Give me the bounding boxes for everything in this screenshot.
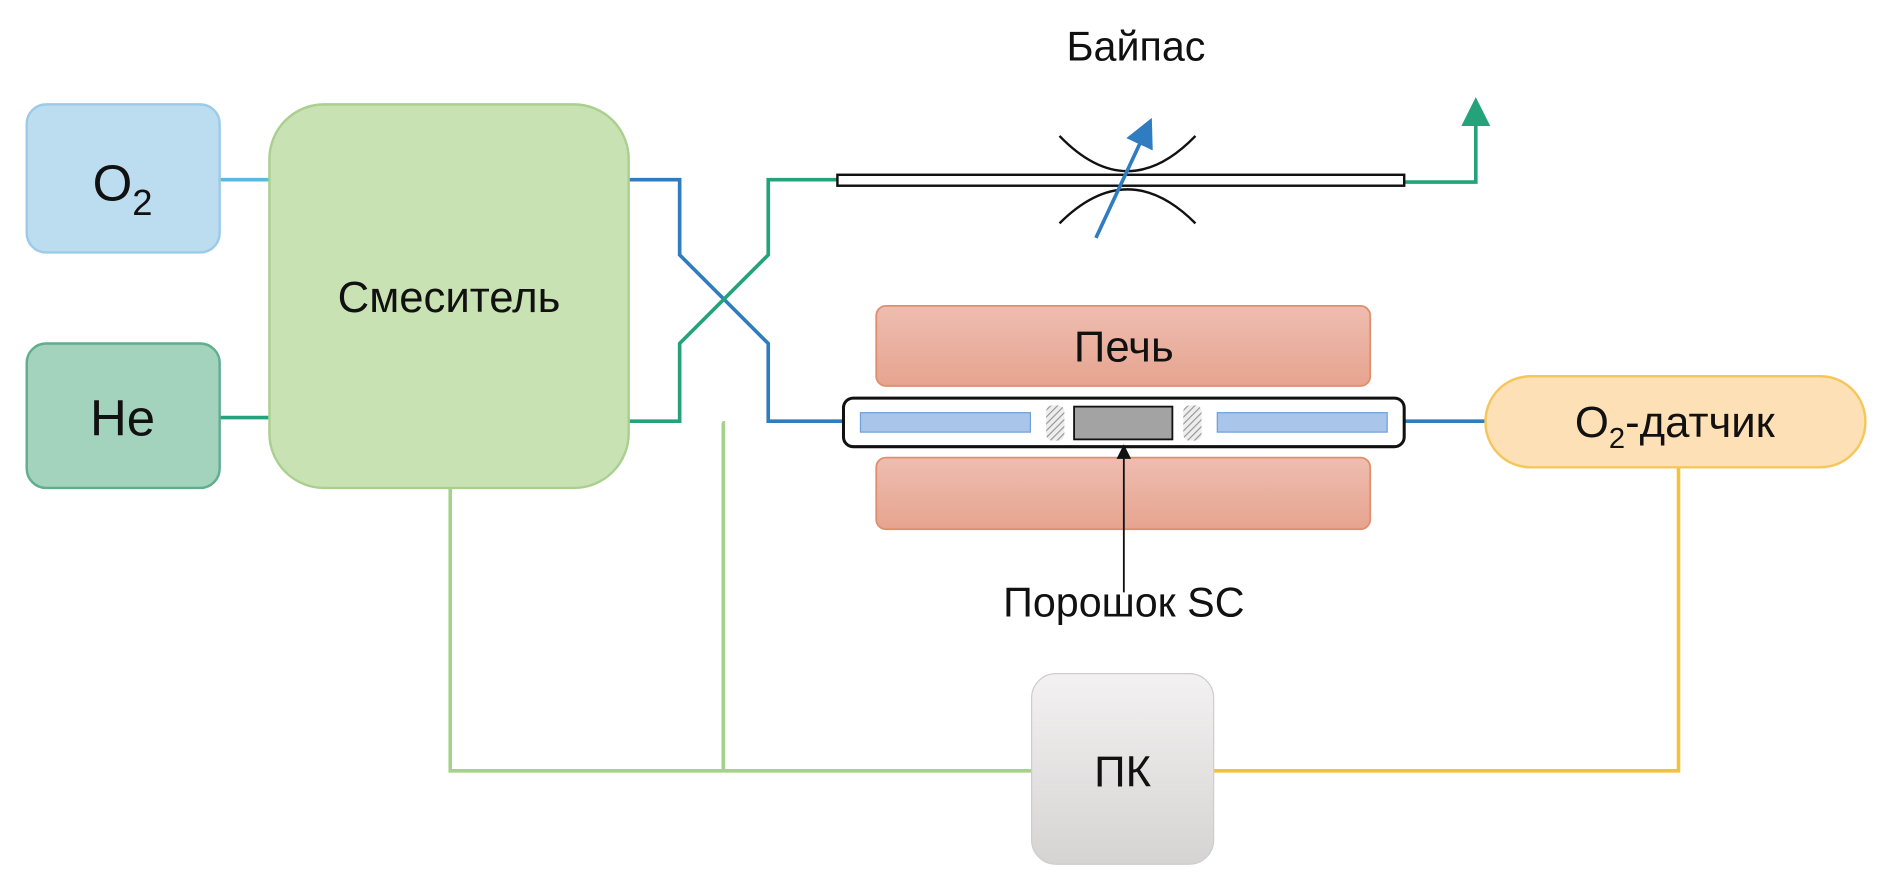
- he-label: He: [90, 390, 155, 447]
- sensor-label-o: O: [1575, 398, 1609, 447]
- sensor-to-pc-line: [1213, 467, 1681, 773]
- o2-source: O2: [25, 103, 221, 254]
- sensor-label-rest: -датчик: [1625, 398, 1776, 447]
- o2-label: O: [93, 154, 133, 211]
- svg-text:O2-датчик: O2-датчик: [1575, 398, 1776, 455]
- pc: ПК: [1030, 673, 1215, 865]
- furnace-top: Печь: [875, 304, 1372, 387]
- sample-powder: [1073, 405, 1174, 441]
- bypass-label: Байпас: [1066, 24, 1205, 70]
- pc-label: ПК: [1094, 748, 1151, 797]
- mixer-to-pc-line: [448, 487, 1032, 773]
- mixer: Смеситель: [268, 103, 630, 490]
- o2-subscript: 2: [132, 182, 152, 223]
- sensor-subscript: 2: [1609, 423, 1625, 455]
- blue-flow-line: [628, 177, 846, 424]
- he-source: He: [25, 342, 221, 490]
- svg-text:O2: O2: [93, 154, 153, 223]
- o2-sensor: O2-датчик: [1484, 375, 1867, 469]
- sample-label: Порошок SC: [1003, 580, 1244, 626]
- adjustable-arrow-icon: [1094, 117, 1153, 239]
- restrictor-lower-arc: [1058, 188, 1197, 225]
- teal-flow-line: [628, 177, 838, 424]
- mixer-label: Смеситель: [338, 273, 561, 322]
- reactor-tube: [841, 396, 1406, 449]
- bypass-outlet-arrow: [1404, 97, 1491, 184]
- furnace-label: Печь: [1074, 323, 1174, 372]
